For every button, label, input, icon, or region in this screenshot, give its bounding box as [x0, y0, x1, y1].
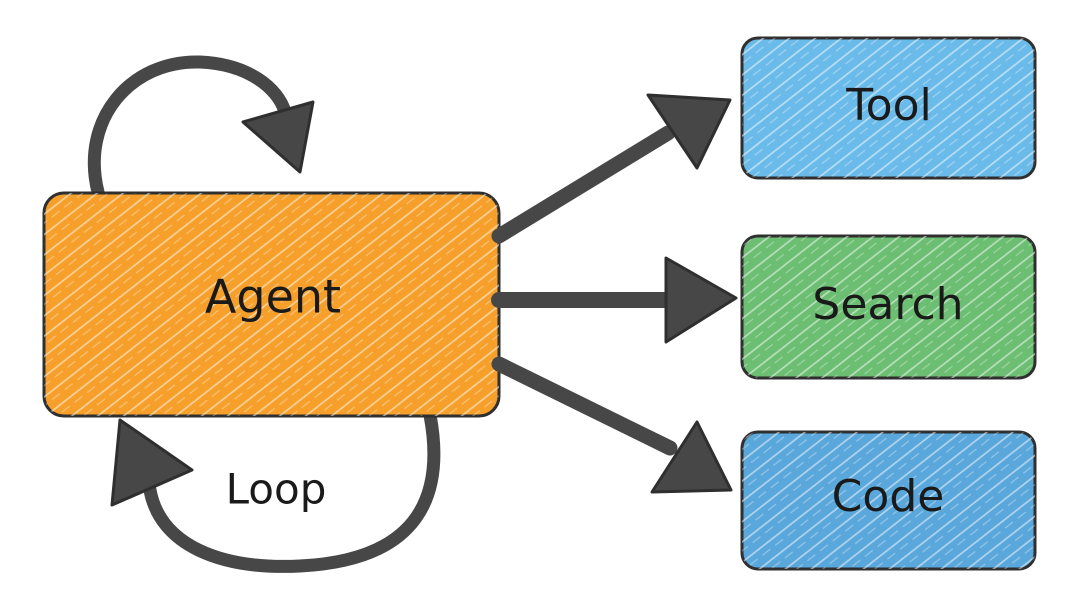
arrow-to-code [491, 356, 733, 494]
arrow-to-code-head [650, 420, 733, 494]
loop-label: Loop [226, 465, 327, 514]
top-loop-shaft [87, 55, 292, 199]
search-node: Search [740, 234, 1037, 380]
code-node: Code [740, 430, 1037, 571]
search-label: Search [812, 279, 963, 330]
agent-node: Agent [42, 191, 501, 418]
top-loop-arrow [87, 55, 315, 199]
bottom-loop-shaft [143, 408, 441, 573]
arrow-to-search-head [664, 256, 738, 344]
arrow-to-search [491, 256, 738, 344]
bottom-loop-arrowhead [110, 418, 194, 507]
arrow-to-tool-head [646, 93, 732, 170]
bottom-loop-arrow [110, 408, 441, 573]
tool-node: Tool [740, 36, 1037, 180]
top-loop-arrowhead [241, 100, 315, 174]
tool-label: Tool [845, 80, 931, 131]
code-label: Code [832, 471, 945, 522]
arrow-to-tool [491, 93, 732, 244]
agent-label: Agent [205, 270, 341, 324]
